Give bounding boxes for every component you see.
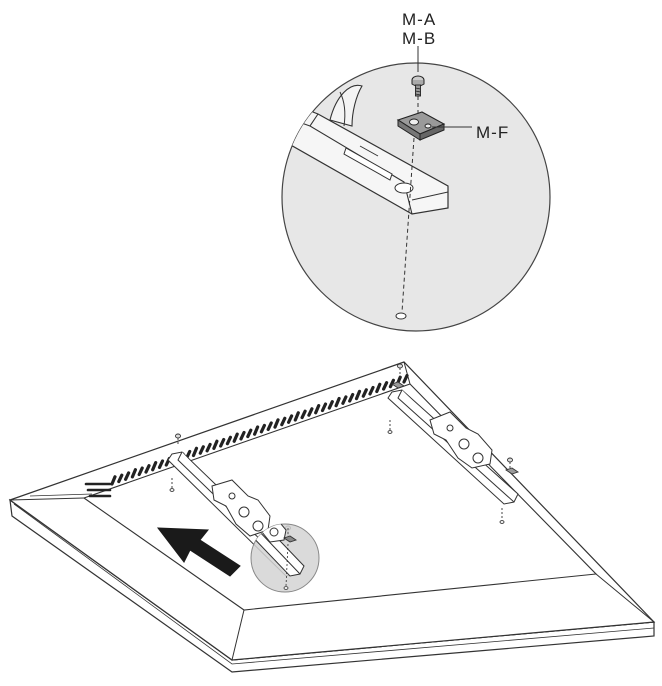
- vent-slot: [124, 471, 131, 481]
- vent-slot: [239, 430, 246, 441]
- spacer-plate: [396, 111, 446, 141]
- vent-slot: [375, 382, 382, 394]
- vent-slot: [259, 423, 266, 434]
- vent-slot: [354, 389, 362, 401]
- vent-slot: [219, 438, 226, 448]
- vent-slot: [348, 393, 355, 403]
- vent-slot: [361, 388, 368, 398]
- detail-callout-circle: [250, 523, 320, 593]
- vent-slot: [273, 418, 280, 429]
- vent-slot: [144, 464, 151, 474]
- vent-slot: [253, 425, 260, 436]
- vent-slots: [84, 482, 112, 498]
- screw-icon: [411, 75, 425, 97]
- vent-slot: [402, 374, 409, 384]
- vent-slot: [130, 468, 137, 479]
- detail-magnifier: [281, 46, 551, 332]
- vent-slot: [314, 404, 321, 415]
- tv-panel: [8, 361, 656, 673]
- vent-slot: [280, 416, 287, 427]
- vent-slot: [198, 445, 205, 455]
- vent-slot: [327, 400, 334, 410]
- guide-line: [401, 96, 419, 313]
- vent-slot: [232, 432, 239, 443]
- vent-slot: [334, 396, 341, 408]
- vent-slot: [341, 395, 348, 405]
- vent-slot: [287, 414, 294, 424]
- vent-slot: [293, 411, 300, 422]
- vent-slot: [266, 421, 273, 431]
- vent-slot: [388, 378, 395, 389]
- vent-slot: [225, 435, 232, 446]
- vent-slot: [246, 428, 253, 439]
- vent-slot: [320, 402, 328, 413]
- panel-screws: [169, 363, 520, 538]
- vent-slot: [191, 446, 199, 458]
- vent-slot: [382, 381, 389, 391]
- mount-hole: [395, 312, 407, 320]
- label-m-a: M-A: [402, 10, 437, 29]
- vent-slot: [110, 475, 117, 486]
- vent-slot: [137, 466, 144, 477]
- bracket-right: [387, 389, 519, 505]
- direction-arrow: [156, 527, 241, 577]
- vent-slot: [157, 459, 165, 469]
- vent-slot: [307, 407, 314, 417]
- label-m-f: M-F: [476, 123, 510, 142]
- vent-slot: [151, 461, 158, 472]
- label-m-b: M-B: [402, 29, 437, 48]
- vent-slot: [205, 442, 212, 453]
- vent-slot: [368, 385, 375, 396]
- vent-slot: [212, 439, 219, 450]
- vent-slot: [117, 473, 124, 484]
- vent-slot: [300, 409, 307, 420]
